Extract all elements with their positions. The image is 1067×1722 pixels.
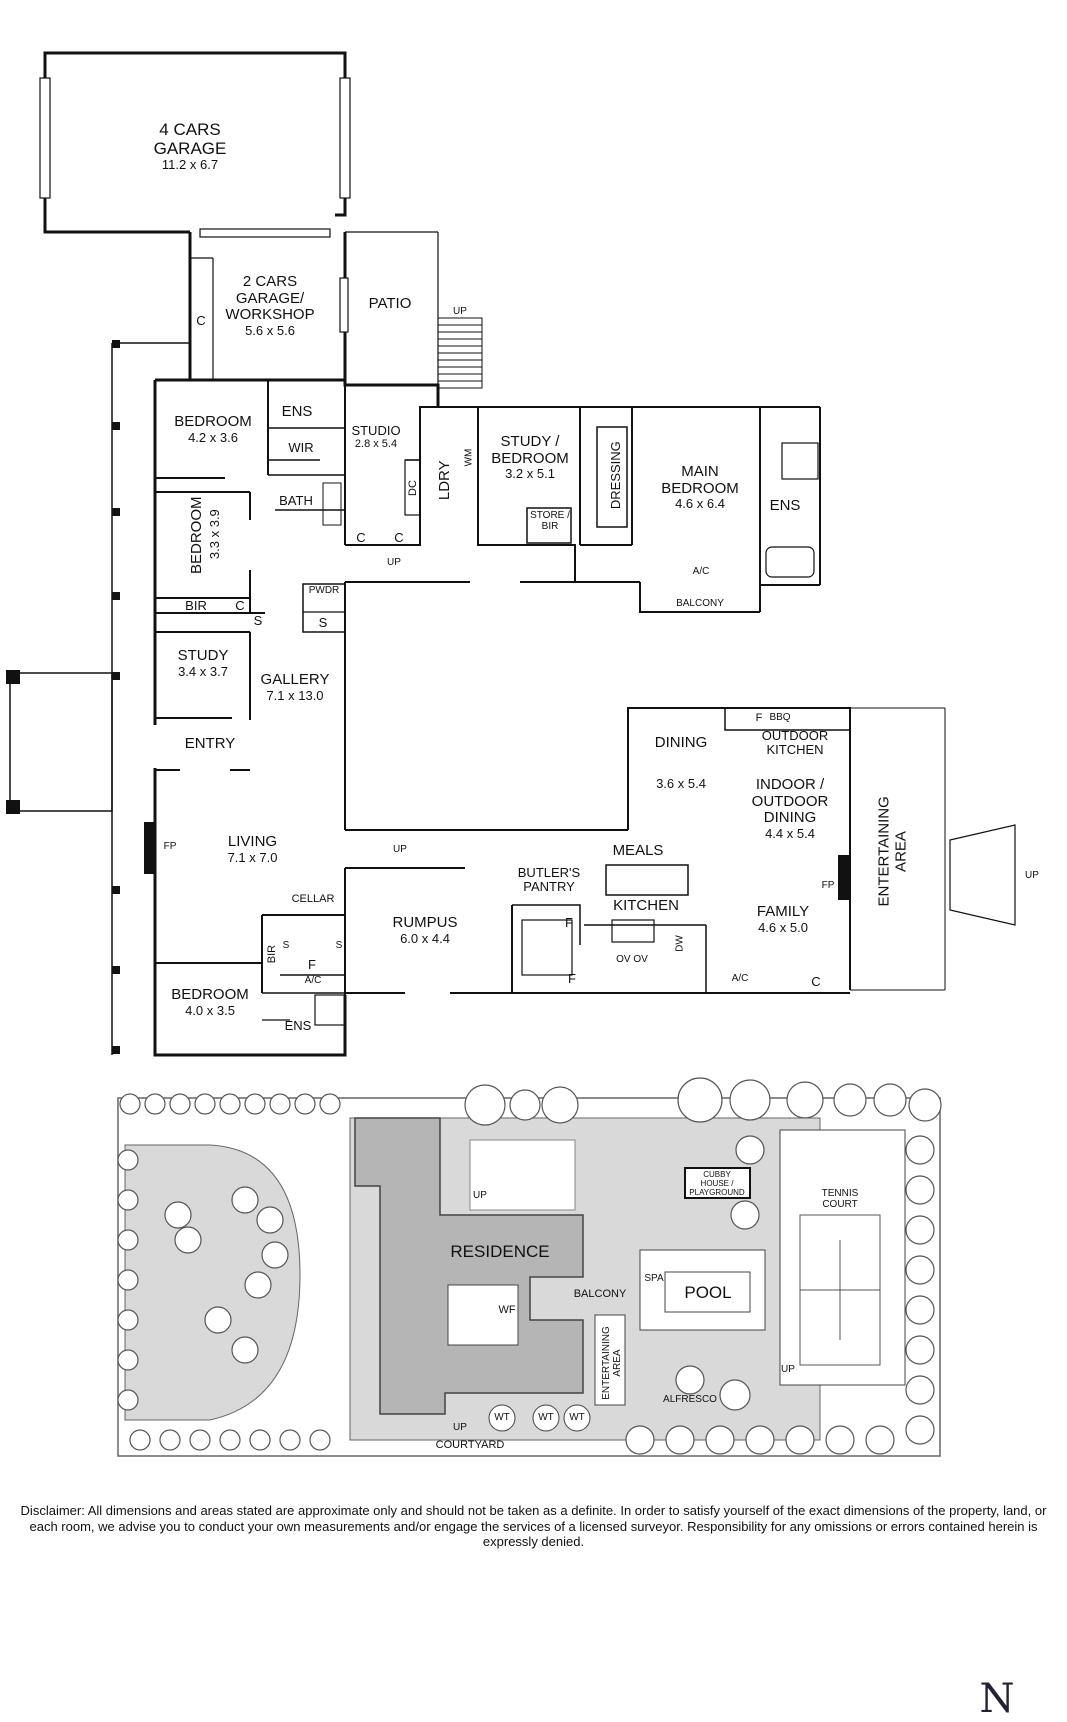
disclaimer-text: Disclaimer: All dimensions and areas sta… bbox=[20, 1503, 1047, 1550]
wir-label: WIR bbox=[288, 440, 314, 455]
cupboard-mark: C bbox=[394, 530, 404, 545]
cupboard-mark: C bbox=[196, 313, 206, 328]
site-balcony-label: BALCONY bbox=[573, 1288, 627, 1300]
site-wf-label: WF bbox=[498, 1304, 516, 1316]
bedroom2-label: BEDROOM bbox=[187, 496, 205, 575]
up-mark: UP bbox=[1025, 870, 1039, 881]
site-wt-label: WT bbox=[494, 1412, 510, 1423]
pwdr-label: PWDR bbox=[308, 585, 340, 596]
ac3-label: A/C bbox=[304, 975, 322, 986]
site-up-label: UP bbox=[453, 1422, 467, 1433]
ens1-label: ENS bbox=[281, 403, 313, 420]
walls bbox=[6, 51, 1016, 1057]
butlers-pantry-label: BUTLER'S PANTRY bbox=[517, 865, 581, 895]
up-mark: UP bbox=[387, 557, 401, 568]
up-mark: UP bbox=[393, 844, 407, 855]
site-tennis-label: TENNIS COURT bbox=[821, 1188, 859, 1210]
trees bbox=[117, 1077, 942, 1455]
patio-label: PATIO bbox=[368, 295, 412, 312]
site-up-label: UP bbox=[473, 1190, 487, 1201]
ldry-label: LDRY bbox=[435, 460, 453, 501]
stairs-north bbox=[437, 317, 483, 389]
entry-label: ENTRY bbox=[184, 735, 236, 752]
dining-label: DINING bbox=[654, 734, 708, 751]
shelf-mark: S bbox=[335, 940, 343, 951]
shelf-mark: S bbox=[253, 613, 263, 628]
fp1-label: FP bbox=[163, 841, 177, 852]
posts bbox=[6, 340, 850, 1054]
wm-label: WM bbox=[463, 448, 475, 467]
store-bir-label: STORE / BIR bbox=[530, 510, 570, 532]
balcony-label: BALCONY bbox=[676, 598, 724, 609]
site-pool-label: POOL bbox=[684, 1283, 732, 1302]
dining-dims: 3.6 x 5.4 bbox=[656, 776, 706, 791]
bir2-label: BIR bbox=[265, 944, 278, 964]
ens-main-label: ENS bbox=[769, 497, 801, 514]
site-up-label: UP bbox=[781, 1364, 795, 1375]
kitchen-label: KITCHEN bbox=[613, 897, 679, 914]
site-residence-label: RESIDENCE bbox=[450, 1242, 550, 1261]
cupboard-mark: C bbox=[235, 598, 245, 613]
site-plan bbox=[117, 1077, 942, 1457]
fp2-label: FP bbox=[821, 880, 835, 891]
dc-label: DC bbox=[406, 480, 419, 496]
fridge-mark: F bbox=[308, 957, 316, 972]
ac2-label: A/C bbox=[731, 973, 749, 984]
site-cubby-label: CUBBY HOUSE / PLAYGROUND bbox=[689, 1170, 745, 1197]
fridge-mark: F bbox=[568, 971, 576, 986]
fridge-mark: F bbox=[565, 915, 573, 930]
site-entertaining-label: ENTERTAINING AREA bbox=[601, 1326, 623, 1400]
outdoor-kitchen-label: OUTDOOR KITCHEN bbox=[761, 728, 829, 758]
cupboard-mark: C bbox=[811, 974, 821, 989]
site-alfresco-label: ALFRESCO bbox=[663, 1394, 717, 1405]
fridge-mark: F bbox=[755, 712, 763, 724]
bir1-label: BIR bbox=[185, 598, 207, 613]
dressing-label: DRESSING bbox=[607, 441, 623, 510]
cupboard-mark: C bbox=[356, 530, 366, 545]
cellar-label: CELLAR bbox=[291, 893, 335, 905]
shelf-mark: S bbox=[282, 940, 290, 951]
site-spa-label: SPA bbox=[644, 1273, 664, 1284]
bath-label: BATH bbox=[279, 493, 313, 508]
entertaining-area-label: ENTERTAINING AREA bbox=[875, 796, 910, 907]
site-wt-label: WT bbox=[538, 1412, 554, 1423]
site-courtyard-label: COURTYARD bbox=[435, 1439, 505, 1451]
ens3-label: ENS bbox=[284, 1018, 312, 1033]
meals-label: MEALS bbox=[612, 842, 664, 859]
floor-plan bbox=[6, 51, 1016, 1457]
bedroom2-dims: 3.3 x 3.9 bbox=[206, 509, 222, 560]
bbq-label: BBQ bbox=[769, 712, 791, 723]
ac1-label: A/C bbox=[692, 566, 710, 577]
up-mark: UP bbox=[453, 306, 467, 317]
ov-label: OV OV bbox=[616, 954, 648, 965]
dw-label: DW bbox=[674, 935, 686, 952]
shelf-mark: S bbox=[318, 615, 328, 630]
site-wt-label: WT bbox=[569, 1412, 585, 1423]
north-label: N bbox=[979, 1676, 1015, 1722]
